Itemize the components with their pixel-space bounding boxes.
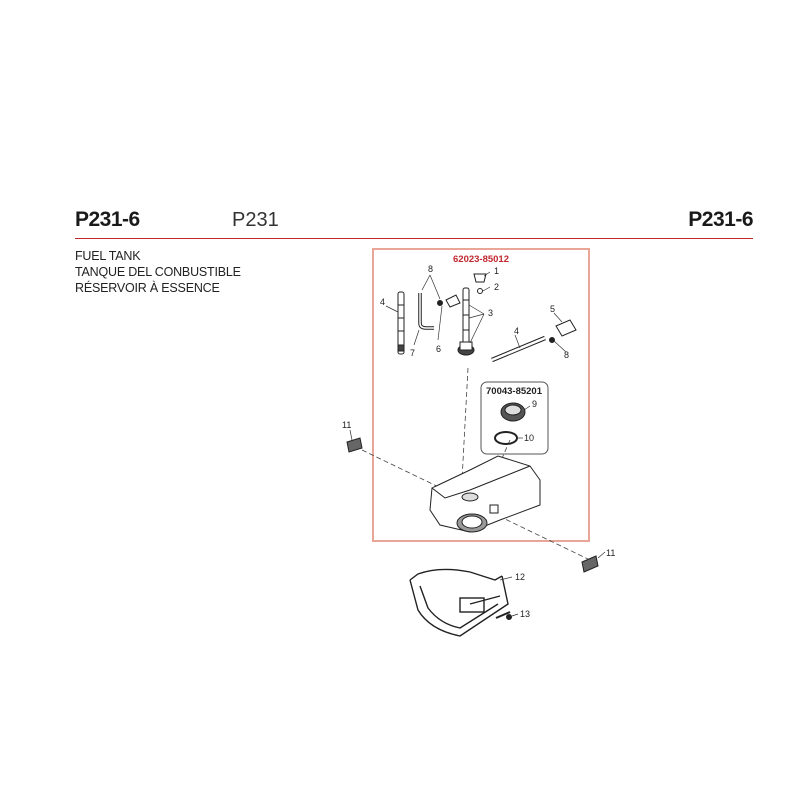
callout-9: 9: [532, 399, 537, 409]
filter-rod-part: [397, 291, 405, 355]
callout-13: 13: [520, 609, 530, 619]
title-english: FUEL TANK: [75, 249, 141, 263]
callout-11-right: 11: [606, 548, 615, 558]
callout-8-right: 8: [564, 350, 569, 360]
model-number: P231: [232, 209, 279, 231]
bolt-part: [495, 611, 512, 620]
fuel-cap-part: [500, 402, 526, 422]
cap-gasket-part: [494, 431, 518, 445]
main-kit-number: 62023-85012: [453, 254, 509, 265]
cap-kit-box: [480, 381, 549, 455]
vent-valve-part: [473, 273, 487, 294]
fuel-tank-body: [429, 455, 541, 533]
header-divider: [75, 238, 753, 239]
pickup-tube-part: [457, 287, 475, 356]
callout-12: 12: [515, 572, 525, 582]
elbow-fitting-part: [437, 294, 461, 308]
leader-lines: [349, 271, 606, 617]
bent-pipe-part: [418, 293, 434, 330]
assembly-line-fitting: [461, 367, 469, 481]
callout-10: 10: [524, 433, 534, 443]
callout-3: 3: [488, 308, 493, 318]
section-titles: FUEL TANK TANQUE DEL CONBUSTIBLE RÉSERVO…: [75, 248, 241, 296]
callout-4-right: 4: [514, 326, 519, 336]
callout-5: 5: [550, 304, 555, 314]
hose-fitting-part: [549, 319, 577, 343]
callout-6: 6: [436, 344, 441, 354]
callout-4-left: 4: [380, 297, 385, 307]
callout-1: 1: [494, 266, 499, 276]
tank-bracket-part: [409, 568, 509, 637]
title-spanish: TANQUE DEL CONBUSTIBLE: [75, 265, 241, 279]
callout-11-left: 11: [342, 420, 351, 430]
callout-7: 7: [410, 348, 415, 358]
cap-kit-number: 70043-85201: [486, 386, 543, 397]
callout-2: 2: [494, 282, 499, 292]
clip-left-part: [346, 437, 363, 453]
clip-right-part: [581, 555, 599, 573]
title-french: RÉSERVOIR À ESSENCE: [75, 281, 220, 295]
page-code-right: P231-6: [688, 208, 753, 231]
main-kit-box: [372, 248, 590, 542]
page-code-left: P231-6: [75, 208, 140, 231]
callout-8-top: 8: [428, 264, 433, 274]
assembly-line-11: [361, 449, 591, 561]
